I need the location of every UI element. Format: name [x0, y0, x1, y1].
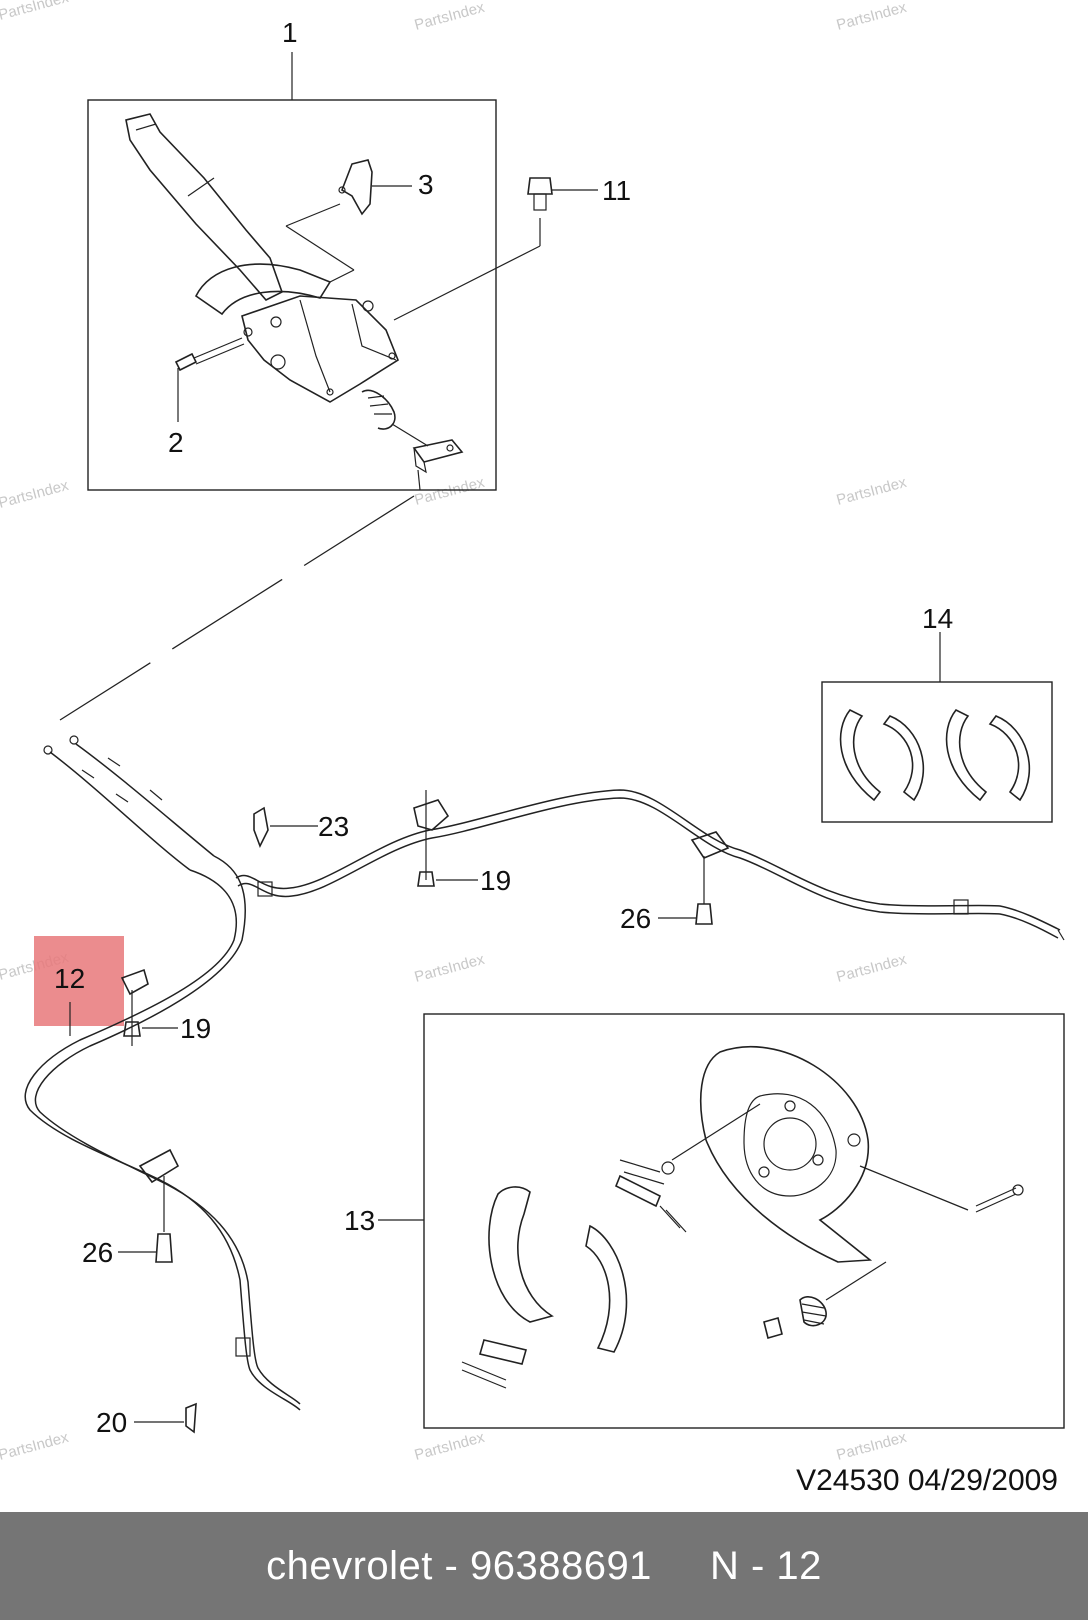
watermark: PartsIndex: [413, 0, 487, 34]
bracket-bolt-26-right: [658, 831, 730, 925]
watermark: PartsIndex: [0, 1429, 71, 1464]
cable-leader: [59, 495, 415, 721]
footer-bar: chevrolet - 96388691 N - 12: [0, 1512, 1088, 1620]
bracket-nut-19-lower: [120, 968, 178, 1046]
callout-3[interactable]: 3: [418, 169, 434, 200]
highlight-part-12: [34, 936, 124, 1026]
callout-12[interactable]: 12: [54, 963, 85, 994]
callout-20[interactable]: 20: [96, 1407, 127, 1438]
rear-brake-assembly-frame: [423, 1013, 1065, 1429]
callout-19-upper[interactable]: 19: [480, 865, 511, 896]
adjuster-screw: [479, 1339, 527, 1365]
footer-position: N - 12: [709, 1543, 822, 1588]
drawing-id: V24530 04/29/2009: [796, 1464, 1058, 1497]
callout-14[interactable]: 14: [922, 603, 953, 634]
clip-part-20: [134, 1402, 197, 1434]
hold-down-pin: [975, 1187, 1017, 1213]
clip-part-3: [285, 159, 412, 283]
watermark: PartsIndex: [413, 1429, 487, 1464]
hold-down-cap: [763, 1317, 783, 1339]
watermark: PartsIndex: [413, 951, 487, 986]
spring-lower: [659, 1205, 687, 1233]
callout-26-right[interactable]: 26: [620, 903, 651, 934]
adjuster-spring: [461, 1361, 507, 1389]
backing-plate: [699, 1046, 873, 1263]
hold-down-spring: [799, 1296, 827, 1327]
watermark: PartsIndex: [0, 0, 71, 24]
hand-brake-lever: [125, 113, 464, 491]
watermark: PartsIndex: [413, 474, 487, 509]
watermark: PartsIndex: [835, 474, 909, 509]
parking-brake-diagram: PartsIndex PartsIndex PartsIndex PartsIn…: [0, 0, 1065, 1464]
callout-1[interactable]: 1: [282, 17, 298, 48]
watermark: PartsIndex: [835, 951, 909, 986]
bracket-nut-19-upper: [413, 790, 478, 887]
callout-26-left[interactable]: 26: [82, 1237, 113, 1268]
callout-19-lower[interactable]: 19: [180, 1013, 211, 1044]
parking-brake-cables: [24, 735, 1065, 1411]
spring-upper: [619, 1159, 665, 1185]
footer-brand-part: chevrolet - 96388691: [266, 1543, 652, 1588]
bolt-part-11: [393, 177, 598, 321]
watermark: PartsIndex: [835, 0, 909, 34]
clip-part-23: [253, 806, 318, 848]
brake-shoe-set-group: 14: [821, 603, 1053, 823]
bracket-bolt-26-left: [118, 1148, 180, 1263]
lever-assembly-frame: [87, 99, 497, 491]
bolt-part-2: [174, 337, 245, 422]
lever-assembly-group: 1: [87, 17, 497, 491]
callout-13[interactable]: 13: [344, 1205, 375, 1236]
watermark: PartsIndex: [835, 1429, 909, 1464]
watermarks: PartsIndex PartsIndex PartsIndex PartsIn…: [0, 0, 909, 1464]
callout-11[interactable]: 11: [602, 175, 631, 206]
callout-23[interactable]: 23: [318, 811, 349, 842]
callout-2[interactable]: 2: [168, 427, 184, 458]
brake-shoe-right: [585, 1224, 628, 1353]
rear-brake-assembly-group: [378, 1013, 1065, 1429]
brake-shoe-set-frame: [821, 681, 1053, 823]
brake-shoe-left: [488, 1186, 554, 1323]
adjuster-bar: [614, 1174, 662, 1208]
watermark: PartsIndex: [0, 477, 71, 512]
